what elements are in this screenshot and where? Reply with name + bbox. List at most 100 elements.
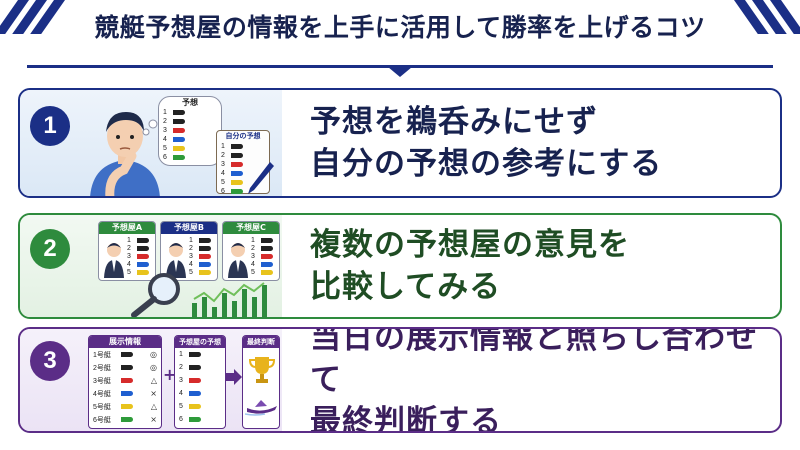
- row-number: 2: [163, 118, 167, 125]
- boat-icon: [121, 417, 133, 422]
- list-item: 5: [185, 268, 211, 276]
- tip-line-1: 複数の予想屋の意見を: [310, 227, 630, 263]
- boat-icon: [189, 404, 201, 409]
- boat-icon: [261, 245, 273, 251]
- list-item: 6: [159, 153, 221, 162]
- final-decision-title: 最終判断: [243, 336, 279, 348]
- list-item: 2: [185, 244, 211, 252]
- row-number: 6: [179, 416, 183, 423]
- row-number: 4: [189, 260, 193, 268]
- tip-line-2: 自分の予想の参考にする: [310, 146, 663, 182]
- boat-icon: [231, 189, 243, 194]
- list-item: 2: [247, 244, 273, 252]
- row-number: 5: [189, 268, 193, 276]
- list-item: 5: [247, 268, 273, 276]
- row-number: 4: [179, 390, 183, 397]
- row-number: 5: [179, 403, 183, 410]
- row-number: 3: [179, 377, 183, 384]
- row-number: 5: [127, 268, 131, 276]
- list-item: 3: [247, 252, 273, 260]
- list-item: 2: [175, 361, 225, 374]
- row-number: 3: [221, 161, 225, 168]
- evaluation-mark: △: [150, 376, 157, 385]
- list-item: 5: [159, 144, 221, 153]
- boat-icon: [137, 237, 149, 243]
- boat-icon: [173, 146, 185, 151]
- boat-icon: [121, 378, 133, 383]
- tip-line-2: 最終判断する: [310, 404, 502, 433]
- title-arrow-icon: [388, 67, 412, 77]
- list-item: 1: [247, 236, 273, 244]
- forecaster-avatar-icon: [104, 243, 124, 278]
- tip-3-illustration: 3 展示情報 1号艇◎2号艇◎3号艇△4号艇×5号艇△6号艇× + 予想屋の予想…: [20, 329, 282, 431]
- list-item: 3: [217, 160, 269, 169]
- header: 競艇予想屋の情報を上手に活用して勝率を上げるコツ: [0, 6, 800, 50]
- row-number: 5: [221, 179, 225, 186]
- boat-icon: [231, 162, 243, 167]
- row-number: 1号艇: [93, 351, 111, 359]
- boat-icon: [137, 253, 149, 259]
- list-item: 1: [175, 348, 225, 361]
- list-item: 2: [159, 117, 221, 126]
- list-item: 4: [123, 260, 149, 268]
- pen-icon: [248, 162, 274, 194]
- row-number: 2: [179, 364, 183, 371]
- row-number: 3: [251, 252, 255, 260]
- boat-icon: [261, 237, 273, 243]
- list-item: 1: [185, 236, 211, 244]
- boat-icon: [199, 253, 211, 259]
- thought-bubble-icon: [142, 119, 158, 136]
- list-item: 1: [159, 108, 221, 117]
- row-number: 6: [221, 188, 225, 195]
- boat-icon: [199, 237, 211, 243]
- row-number: 1: [163, 109, 167, 116]
- evaluation-mark: ◎: [150, 350, 157, 359]
- boat-icon: [121, 352, 133, 357]
- evaluation-mark: ×: [150, 389, 157, 398]
- forecaster-panel-title: 予想屋A: [99, 222, 155, 234]
- row-number: 4: [221, 170, 225, 177]
- bar-chart-icon: [192, 282, 267, 317]
- list-item: 3: [175, 374, 225, 387]
- list-item: 5: [123, 268, 149, 276]
- row-number: 4: [163, 136, 167, 143]
- row-number: 5号艇: [93, 403, 111, 411]
- thinking-man-icon: [90, 112, 160, 196]
- boat-icon: [199, 269, 211, 275]
- plus-sign: +: [163, 365, 177, 384]
- trophy-icon: [248, 357, 276, 383]
- tip-2-text: 複数の予想屋の意見を 比較してみる: [310, 215, 770, 317]
- list-item: 5: [217, 178, 269, 187]
- list-item: 4: [247, 260, 273, 268]
- boat-icon: [261, 261, 273, 267]
- list-item: 2号艇◎: [89, 361, 161, 374]
- final-decision-board: 最終判断: [242, 335, 280, 429]
- bubble-title: 予想: [182, 98, 198, 107]
- list-item: 3: [185, 252, 211, 260]
- row-number: 2: [189, 244, 193, 252]
- racing-boat-icon: [245, 400, 277, 416]
- row-number: 1: [251, 236, 255, 244]
- row-number: 1: [221, 143, 225, 150]
- boat-icon: [173, 119, 185, 124]
- row-number: 3号艇: [93, 377, 111, 385]
- title-divider: [27, 65, 773, 68]
- list-item: 4: [185, 260, 211, 268]
- row-number: 2: [251, 244, 255, 252]
- tip-line-2: 比較してみる: [310, 269, 502, 305]
- page-title: 競艇予想屋の情報を上手に活用して勝率を上げるコツ: [94, 13, 706, 42]
- list-item: 1: [217, 142, 269, 151]
- row-number: 4: [127, 260, 131, 268]
- boat-icon: [173, 128, 185, 133]
- list-item: 6: [217, 187, 269, 196]
- tip-line-1: 当日の展示情報と照らし合わせて: [310, 327, 758, 398]
- evaluation-mark: ◎: [150, 363, 157, 372]
- forecaster-panel-title: 予想屋B: [161, 222, 217, 234]
- boat-icon: [199, 245, 211, 251]
